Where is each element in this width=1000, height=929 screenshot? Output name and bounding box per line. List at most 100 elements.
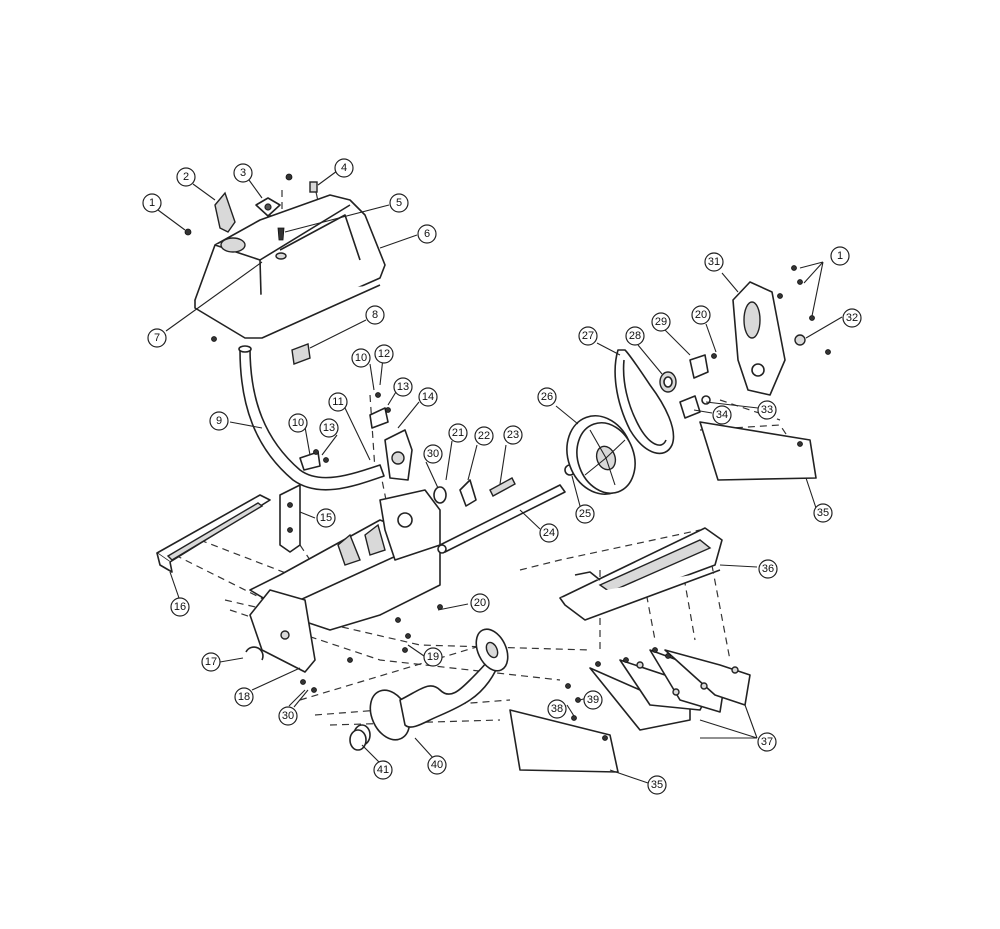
callout-41: 41 [373, 760, 393, 780]
callout-13a-label: 13 [323, 422, 335, 434]
callout-3-label: 3 [240, 167, 246, 179]
deflector-bracket [255, 197, 281, 217]
callout-30b: 30 [423, 444, 443, 464]
callout-1-label: 1 [149, 197, 155, 209]
scraper-bar [156, 494, 271, 573]
callout-19: 19 [423, 647, 443, 667]
callout-18-label: 18 [238, 691, 250, 703]
callout-16: 16 [170, 597, 190, 617]
pivot-bracket [384, 429, 413, 481]
callout-27-label: 27 [582, 330, 594, 342]
callout-3: 3 [233, 163, 253, 183]
callout-4-label: 4 [341, 162, 347, 174]
callout-39-label: 39 [587, 694, 599, 706]
callout-30a: 30 [278, 706, 298, 726]
callout-29: 29 [651, 312, 671, 332]
idler-bearing-set [659, 353, 717, 419]
knob [214, 191, 236, 233]
callout-13b: 13 [393, 377, 413, 397]
callout-32-label: 32 [846, 312, 858, 324]
callout-38-label: 38 [551, 703, 563, 715]
callout-5-label: 5 [396, 197, 402, 209]
callout-23-label: 23 [507, 429, 519, 441]
drive-shaft [437, 484, 566, 554]
callout-33-label: 33 [761, 404, 773, 416]
chute-tube [238, 345, 385, 491]
callout-21: 21 [448, 423, 468, 443]
callout-37: 37 [757, 732, 777, 752]
callout-30a-label: 30 [282, 710, 294, 722]
callout-7: 7 [147, 328, 167, 348]
callout-35b: 35 [647, 775, 667, 795]
housing-cover [194, 194, 386, 339]
bushing [349, 724, 371, 751]
callout-5: 5 [389, 193, 409, 213]
callout-19-label: 19 [427, 651, 439, 663]
tray [559, 527, 723, 621]
shaft-bearing-collar-spring [433, 477, 516, 507]
callout-9: 9 [209, 411, 229, 431]
spacer-block [291, 343, 311, 365]
screws-top [184, 173, 318, 342]
callout-18: 18 [234, 687, 254, 707]
callout-20a: 20 [470, 593, 490, 613]
guard-plate-upper [699, 421, 817, 481]
callout-22: 22 [474, 426, 494, 446]
drive-belt [614, 349, 675, 455]
callout-2: 2 [176, 167, 196, 187]
callout-10a: 10 [288, 413, 308, 433]
callout-4: 4 [334, 158, 354, 178]
callout-20b-label: 20 [695, 309, 707, 321]
callout-13a: 13 [319, 418, 339, 438]
callout-33: 33 [757, 400, 777, 420]
callout-10b: 10 [351, 348, 371, 368]
blades [589, 647, 751, 731]
callout-37-label: 37 [761, 736, 773, 748]
callout-31: 31 [704, 252, 724, 272]
callout-34: 34 [712, 405, 732, 425]
retaining-clip [245, 646, 264, 661]
callout-35a: 35 [813, 503, 833, 523]
callout-26-label: 26 [541, 391, 553, 403]
callout-12-label: 12 [378, 348, 390, 360]
callout-36-label: 36 [762, 563, 774, 575]
callout-15-label: 15 [320, 512, 332, 524]
callout-40: 40 [427, 755, 447, 775]
callout-6: 6 [417, 224, 437, 244]
callout-39: 39 [583, 690, 603, 710]
callout-1b: 1 [830, 246, 850, 266]
callout-38: 38 [547, 699, 567, 719]
support-bracket [279, 484, 301, 553]
drive-pulley [566, 415, 636, 495]
callout-25-label: 25 [579, 508, 591, 520]
callout-8-label: 8 [372, 309, 378, 321]
tube-clamps [299, 392, 391, 471]
callout-28-label: 28 [629, 330, 641, 342]
callout-29-label: 29 [655, 316, 667, 328]
callout-24-label: 24 [543, 527, 555, 539]
callout-31-label: 31 [708, 256, 720, 268]
callout-14-label: 14 [422, 391, 434, 403]
callout-6-label: 6 [424, 228, 430, 240]
callout-26: 26 [537, 387, 557, 407]
callout-36: 36 [758, 559, 778, 579]
callout-41-label: 41 [377, 764, 389, 776]
callout-15: 15 [316, 508, 336, 528]
callout-35b-label: 35 [651, 779, 663, 791]
callout-25: 25 [575, 504, 595, 524]
callout-12: 12 [374, 344, 394, 364]
callout-9-label: 9 [216, 415, 222, 427]
callout-11: 11 [328, 392, 348, 412]
callout-20b: 20 [691, 305, 711, 325]
callout-8: 8 [365, 305, 385, 325]
callout-32: 32 [842, 308, 862, 328]
callout-11-label: 11 [332, 396, 343, 408]
callout-10a-label: 10 [292, 417, 304, 429]
callout-17: 17 [201, 652, 221, 672]
callout-22-label: 22 [478, 430, 490, 442]
callout-10b-label: 10 [355, 352, 367, 364]
callout-16-label: 16 [174, 601, 186, 613]
callout-13b-label: 13 [397, 381, 409, 393]
